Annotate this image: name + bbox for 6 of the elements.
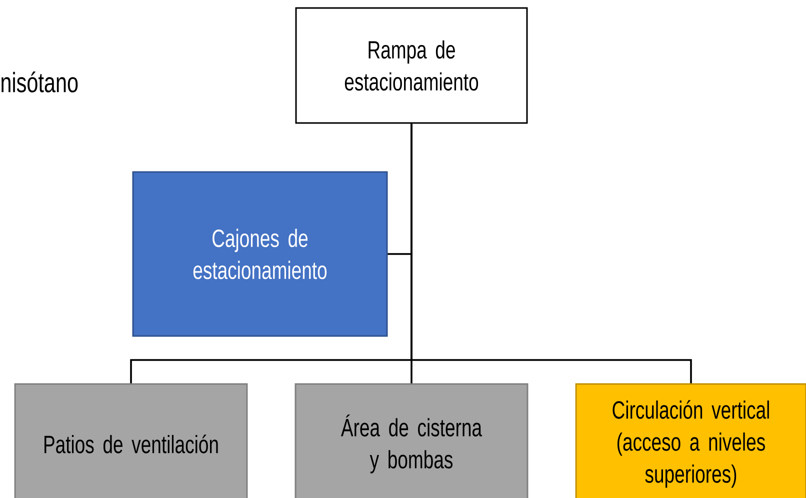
top-box: Rampa de estacionamiento	[295, 7, 528, 124]
category-box: Circulación vertical (acceso a niveles superiores)	[575, 383, 806, 498]
heading-text: nisótano	[2, 72, 78, 92]
category-box: Área de cisterna y bombas	[294, 383, 528, 498]
side-box: Cajones de estacionamiento	[132, 171, 388, 337]
category-box: Patios de ventilación	[14, 383, 248, 498]
